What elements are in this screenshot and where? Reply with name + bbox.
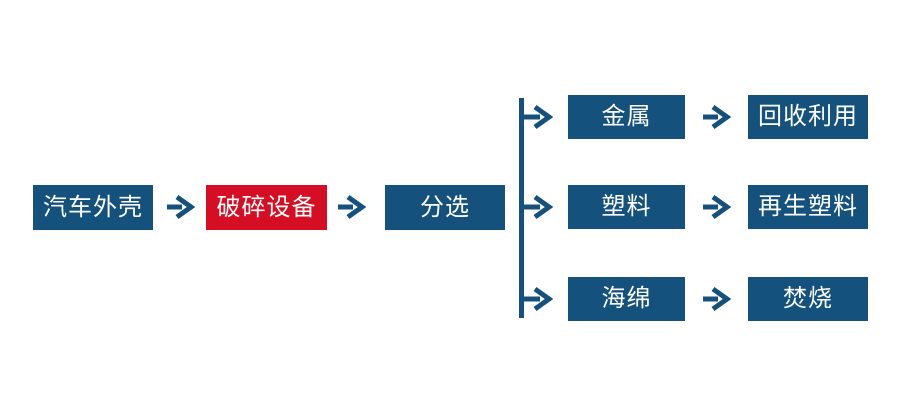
node-recycled-plastic: 再生塑料 xyxy=(748,185,868,229)
node-sorting: 分选 xyxy=(385,185,505,230)
flow-arrow-icon xyxy=(338,194,366,220)
branch-arrow-icon xyxy=(523,286,553,312)
flow-arrow-icon xyxy=(167,194,195,220)
node-incineration: 焚烧 xyxy=(748,277,868,321)
branch-arrow-icon xyxy=(523,104,553,130)
flow-arrow-icon xyxy=(703,286,731,312)
node-car-shell: 汽车外壳 xyxy=(33,185,153,230)
node-crushing-equipment: 破碎设备 xyxy=(206,185,327,230)
node-plastic: 塑料 xyxy=(568,185,685,229)
node-sponge: 海绵 xyxy=(568,277,685,321)
branch-arrow-icon xyxy=(523,194,553,220)
branch-connector-line xyxy=(519,98,524,318)
flow-arrow-icon xyxy=(703,104,731,130)
flow-arrow-icon xyxy=(703,194,731,220)
node-recycling: 回收利用 xyxy=(748,95,868,139)
node-metal: 金属 xyxy=(568,95,685,139)
